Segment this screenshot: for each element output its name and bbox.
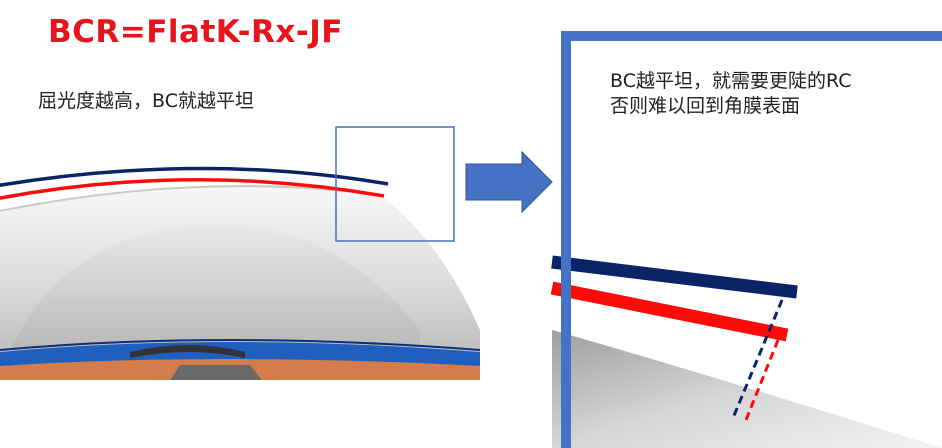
cornea-illustration	[0, 185, 480, 380]
bc-curve-red	[0, 178, 385, 200]
right-caption: BC越平坦，就需要更陡的RC 否则难以回到角膜表面	[610, 69, 852, 118]
right-arrow-icon	[465, 150, 553, 214]
left-caption: 屈光度越高，BC就越平坦	[38, 90, 254, 112]
red-rc-dashed-line	[744, 339, 780, 421]
navy-rc-dashed-line	[731, 299, 784, 419]
bc-curve-navy	[0, 166, 389, 187]
zoomed-bc-red-line	[550, 281, 789, 342]
zoom-selection-box	[335, 126, 455, 242]
zoomed-cornea-surface	[552, 330, 942, 448]
formula-title: BCR=FlatK-Rx-JF	[48, 14, 343, 50]
zoomed-bc-navy-line	[551, 255, 798, 299]
right-caption-line2: 否则难以回到角膜表面	[610, 94, 801, 117]
right-caption-line1: BC越平坦，就需要更陡的RC	[610, 70, 852, 92]
zoom-frame	[561, 31, 942, 448]
